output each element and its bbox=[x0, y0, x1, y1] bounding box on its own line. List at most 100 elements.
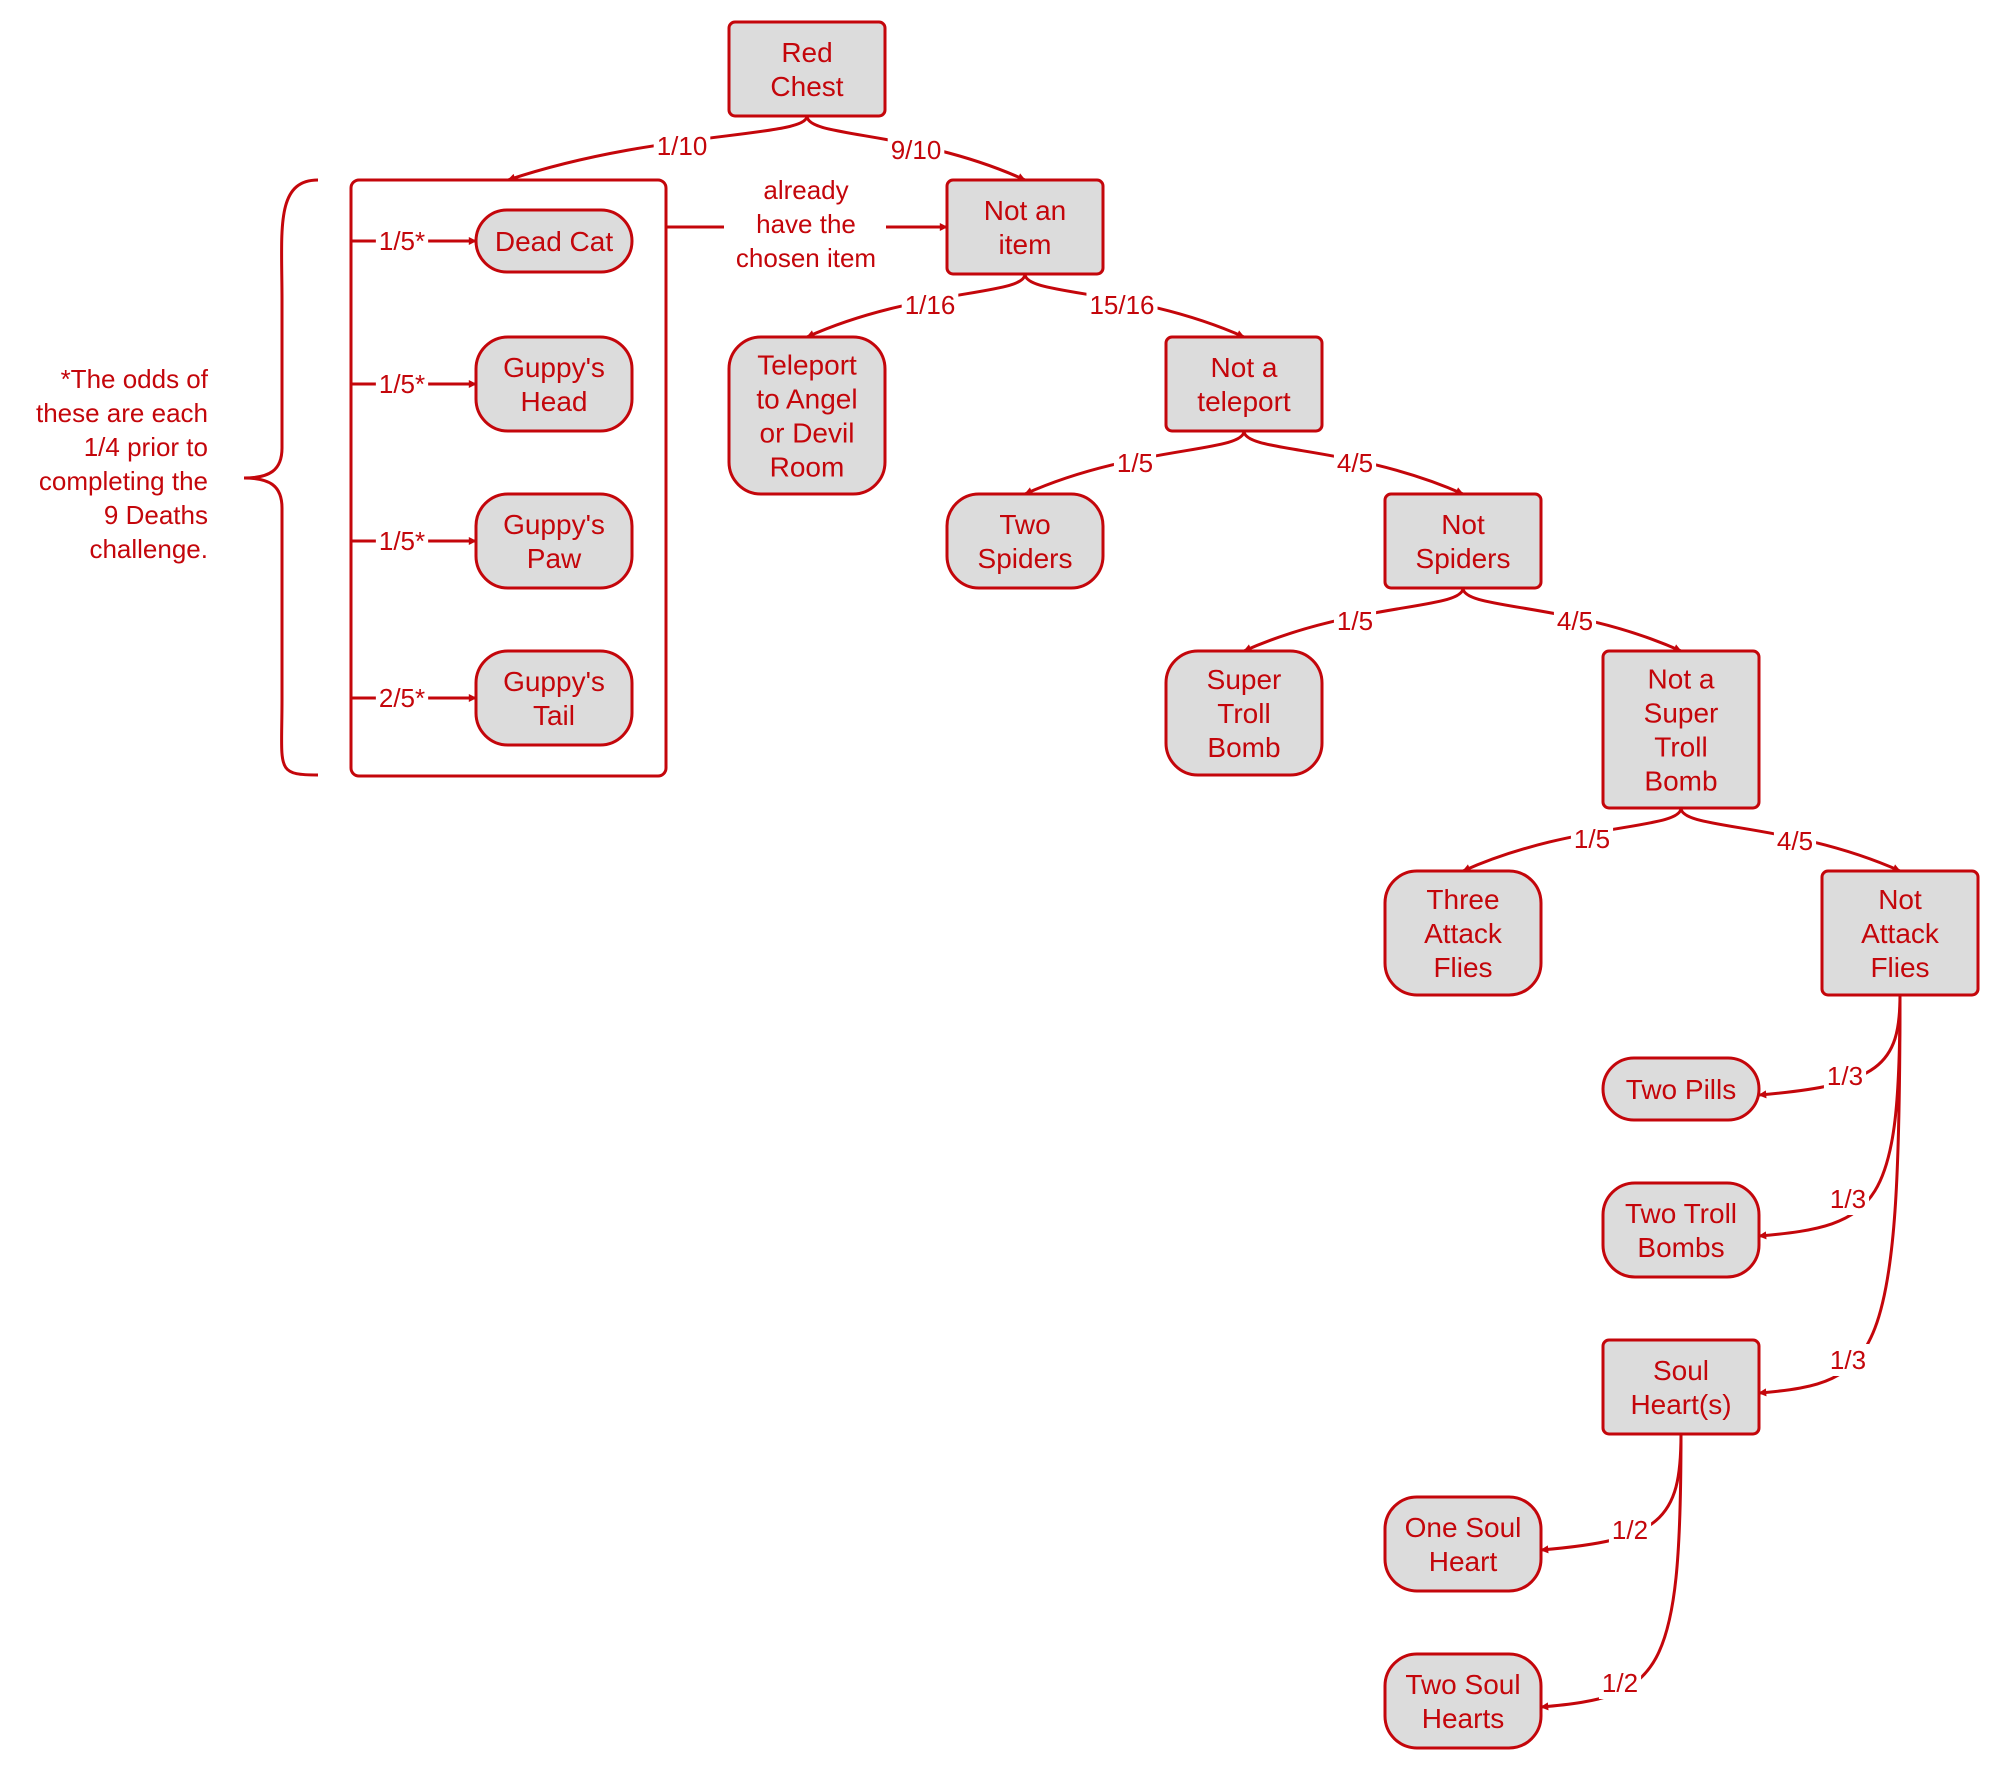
edge-item-group-to-guppys-tail-label-bg bbox=[375, 682, 429, 714]
node-label-line: Guppy's bbox=[503, 666, 605, 697]
edge-not-a-teleport-to-not-spiders-label: 4/5 bbox=[1337, 448, 1373, 478]
edge-not-a-teleport-to-not-spiders bbox=[1242, 430, 1464, 496]
node-label-line: Not a bbox=[1648, 663, 1715, 694]
already-label-line: chosen item bbox=[736, 243, 876, 273]
node-label-line: Attack bbox=[1861, 918, 1940, 949]
node-two-soul-hearts-shape bbox=[1383, 1652, 1543, 1750]
edge-soul-hearts-to-two-soul-hearts bbox=[1540, 1433, 1683, 1711]
edge-not-attack-flies-to-two-troll-bombs-label-bg bbox=[1826, 1183, 1870, 1215]
node-three-attack-flies-shape bbox=[1383, 869, 1543, 997]
edge-not-super-troll-to-three-attack-flies-label: 1/5 bbox=[1574, 824, 1610, 854]
node-label-line: Soul bbox=[1653, 1355, 1709, 1386]
node-soul-hearts-shape bbox=[1601, 1338, 1761, 1436]
node-label-line: Flies bbox=[1870, 952, 1929, 983]
edge-item-group-to-guppys-head-label: 1/5* bbox=[379, 369, 425, 399]
edge-not-super-troll-to-not-attack-flies-label-bg bbox=[1773, 825, 1817, 857]
node-label-line: Red bbox=[781, 37, 832, 68]
node-label-line: Flies bbox=[1433, 952, 1492, 983]
edge-not-spiders-to-not-super-troll-label: 4/5 bbox=[1557, 606, 1593, 636]
node-label-line: Not bbox=[1878, 884, 1922, 915]
node-label-line: Troll bbox=[1654, 731, 1707, 762]
node-label-line: Not a bbox=[1211, 352, 1278, 383]
node-dead-cat: Dead Cat bbox=[474, 208, 634, 274]
node-two-pills-label: Two Pills bbox=[1626, 1074, 1736, 1105]
odds-note-line: 1/4 prior to bbox=[84, 432, 208, 462]
edge-item-group-to-dead-cat-label: 1/5* bbox=[379, 226, 425, 256]
node-label-line: Head bbox=[521, 386, 588, 417]
node-label-line: Tail bbox=[533, 700, 575, 731]
node-label-line: Not an bbox=[984, 195, 1067, 226]
node-teleport-shape bbox=[727, 335, 887, 496]
edge-red-chest-to-not-an-item-label: 9/10 bbox=[891, 135, 942, 165]
node-label-line: Two Troll bbox=[1625, 1198, 1737, 1229]
edge-not-attack-flies-to-soul-hearts-label: 1/3 bbox=[1830, 1345, 1866, 1375]
node-label-line: or Devil bbox=[760, 417, 855, 448]
node-label-line: teleport bbox=[1197, 386, 1291, 417]
node-label-line: Two Pills bbox=[1626, 1074, 1736, 1105]
already-label-bg bbox=[724, 172, 886, 274]
edge-not-spiders-to-super-troll-bomb bbox=[1243, 587, 1465, 653]
edge-not-an-item-to-teleport-label: 1/16 bbox=[905, 290, 956, 320]
node-not-spiders-shape bbox=[1383, 492, 1543, 590]
edge-not-a-teleport-to-not-spiders-label-bg bbox=[1333, 447, 1377, 479]
edge-soul-hearts-to-two-soul-hearts-label: 1/2 bbox=[1602, 1668, 1638, 1698]
node-label-line: Bomb bbox=[1644, 765, 1717, 796]
node-label-line: Heart bbox=[1429, 1546, 1498, 1577]
edge-red-chest-to-not-an-item bbox=[805, 115, 1026, 182]
edge-not-attack-flies-to-soul-hearts bbox=[1758, 994, 1902, 1397]
edge-not-an-item-to-teleport-label-bg bbox=[901, 289, 959, 321]
node-label-line: Two Soul bbox=[1405, 1669, 1520, 1700]
node-label-line: Troll bbox=[1217, 698, 1270, 729]
node-two-spiders-shape bbox=[945, 492, 1105, 590]
node-label-line: Super bbox=[1644, 697, 1719, 728]
edge-red-chest-to-item-group-label: 1/10 bbox=[657, 131, 708, 161]
node-not-an-item-shape bbox=[945, 178, 1105, 276]
node-super-troll-bomb-shape bbox=[1164, 649, 1324, 777]
odds-note-line: these are each bbox=[36, 398, 208, 428]
node-not-super-troll-shape bbox=[1601, 649, 1761, 810]
edge-item-group-to-guppys-paw-label: 1/5* bbox=[379, 526, 425, 556]
node-label-line: Heart(s) bbox=[1630, 1389, 1731, 1420]
node-label-line: Bombs bbox=[1637, 1232, 1724, 1263]
edge-not-a-teleport-to-two-spiders bbox=[1024, 430, 1246, 496]
already-label-line: have the bbox=[756, 209, 856, 239]
node-guppys-paw-shape bbox=[474, 492, 634, 590]
edge-not-attack-flies-to-two-pills-label: 1/3 bbox=[1827, 1061, 1863, 1091]
node-label-line: Bomb bbox=[1207, 732, 1280, 763]
edge-not-attack-flies-to-two-pills-label-bg bbox=[1823, 1060, 1867, 1092]
edge-not-an-item-to-not-a-teleport-label-bg bbox=[1086, 289, 1158, 321]
edge-not-super-troll-to-not-attack-flies bbox=[1679, 807, 1901, 873]
node-not-attack-flies-shape bbox=[1820, 869, 1980, 997]
edge-red-chest-to-item-group-label-bg bbox=[653, 130, 711, 162]
edge-soul-hearts-to-one-soul-heart-label: 1/2 bbox=[1612, 1515, 1648, 1545]
node-not-a-teleport-shape bbox=[1164, 335, 1324, 433]
node-label-line: Chest bbox=[770, 71, 843, 102]
edge-soul-hearts-to-one-soul-heart-label-bg bbox=[1608, 1514, 1652, 1546]
node-two-troll-bombs-shape bbox=[1601, 1181, 1761, 1279]
node-label-line: item bbox=[999, 229, 1052, 260]
odds-note-line: 9 Deaths bbox=[104, 500, 208, 530]
node-one-soul-heart-shape bbox=[1383, 1495, 1543, 1593]
